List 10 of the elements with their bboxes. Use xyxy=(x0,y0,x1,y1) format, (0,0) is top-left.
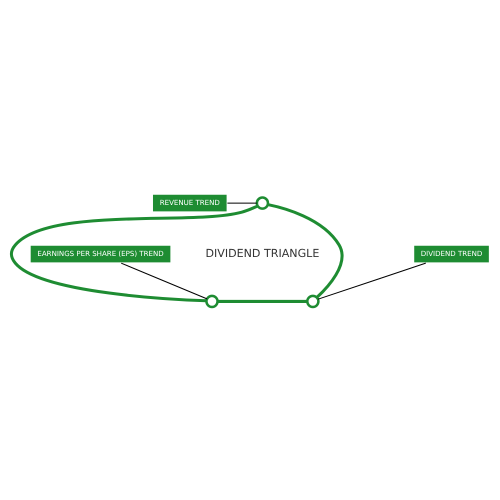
node-circle xyxy=(204,294,218,308)
node-circle xyxy=(255,196,269,210)
connector xyxy=(266,202,344,298)
node-circle xyxy=(306,294,320,308)
connector xyxy=(10,204,258,302)
connector xyxy=(317,262,426,300)
connector xyxy=(120,262,207,299)
connector xyxy=(217,299,307,302)
label: DIVIDEND TRIANGLE xyxy=(204,246,319,260)
connector xyxy=(226,202,256,204)
